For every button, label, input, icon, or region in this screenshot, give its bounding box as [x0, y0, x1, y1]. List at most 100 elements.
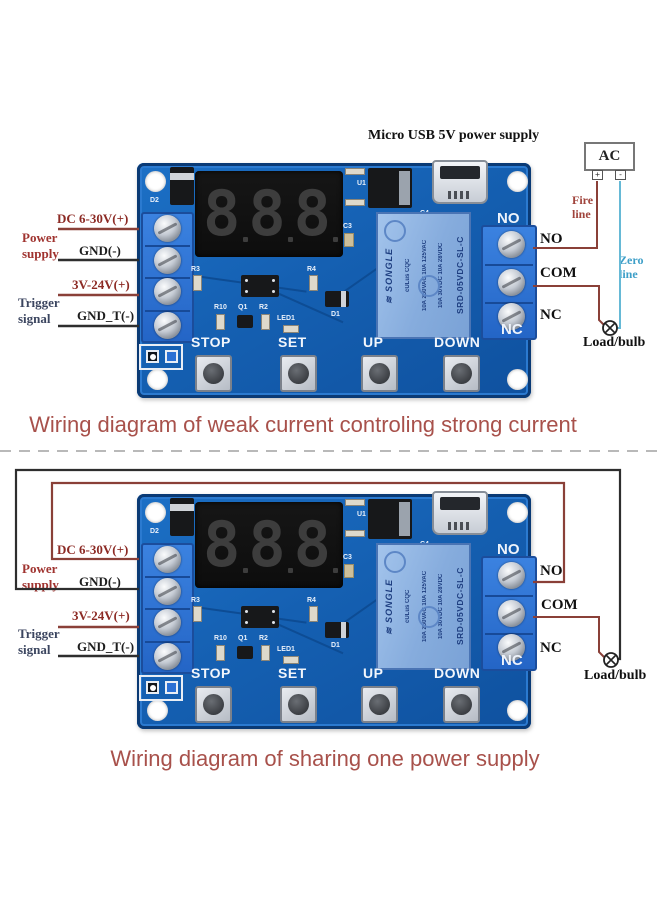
terminal-separator: [145, 576, 190, 578]
mounting-hole: [507, 700, 528, 721]
wire-com-to-load: [533, 616, 605, 658]
usb-pin: [466, 522, 469, 530]
pin-label-trig-v: 3V-24V(+): [72, 277, 130, 292]
diode-stripe: [341, 622, 346, 638]
pin-label-vin: DC 6-30V(+): [57, 542, 129, 557]
silkscreen-no: NO: [497, 210, 520, 227]
silkscreen-nc: NC: [501, 321, 523, 338]
pin-label-vin: DC 6-30V(+): [57, 211, 129, 226]
silkscreen-r2: R2: [259, 635, 268, 642]
trigger-signal-group-label: Trigger signal: [18, 626, 60, 657]
mounting-hole: [147, 700, 168, 721]
diode-d2: [170, 498, 194, 536]
led-indicator: [283, 325, 299, 333]
wire-com-to-load: [533, 285, 605, 326]
transistor-q1: [237, 315, 253, 328]
relay-stamp-circle: [418, 275, 440, 297]
silkscreen-r10: R10: [214, 304, 227, 311]
silkscreen-r10: R10: [214, 635, 227, 642]
pin-label-trig-v: 3V-24V(+): [72, 608, 130, 623]
relay-stamp-circle: [384, 551, 406, 573]
jumper-pads-box: [139, 675, 183, 701]
transistor-q1: [237, 646, 253, 659]
load-bulb-icon: [602, 320, 618, 336]
silkscreen-r2: R2: [259, 304, 268, 311]
set-button-label: SET: [278, 665, 307, 681]
ac-minus-terminal: -: [615, 170, 626, 180]
relay-module-board: D2 888 U1 C4 ≋ SONGLE cULus CQC 10A 250V…: [137, 491, 537, 729]
relay-stamp-circle: [418, 606, 440, 628]
usb-pin: [448, 191, 451, 199]
diode-stripe: [170, 173, 194, 180]
usb-pin: [466, 191, 469, 199]
seven-segment-display: 888: [195, 171, 343, 257]
zero-line-label: Zero line: [619, 253, 644, 281]
display-digits: 888: [203, 177, 339, 250]
down-button-label: DOWN: [434, 665, 481, 681]
terminal-screw: [498, 600, 525, 627]
usb-slot: [440, 497, 480, 510]
stop-button: [195, 355, 232, 392]
terminal-screw: [154, 546, 181, 573]
usb-pin: [454, 191, 457, 199]
section-divider: [0, 450, 660, 452]
diode-d1: [325, 291, 349, 307]
chip-pin-dot: [272, 279, 275, 282]
terminal-separator: [145, 641, 190, 643]
silkscreen-c3: C3: [343, 554, 352, 561]
display-dot: [333, 568, 338, 573]
caption-weak-current: Wiring diagram of weak current controlin…: [29, 412, 577, 437]
resistor: [261, 645, 270, 661]
display-dot: [243, 568, 248, 573]
usb-slot: [440, 166, 480, 179]
voltage-regulator: [368, 168, 412, 208]
terminal-separator: [485, 264, 533, 266]
resistor: [216, 645, 225, 661]
silkscreen-d2: D2: [150, 197, 159, 204]
usb-pin: [448, 522, 451, 530]
terminal-screw: [498, 634, 525, 661]
stop-button: [195, 686, 232, 723]
smd-capacitor: [345, 499, 365, 506]
load-bulb-label: Load/bulb: [584, 668, 647, 683]
terminal-screw: [154, 643, 181, 670]
resistor: [216, 314, 225, 330]
stop-button-label: STOP: [191, 334, 231, 350]
jumper-pad-hole: [150, 354, 156, 360]
chip-pin-dot: [245, 290, 248, 293]
terminal-screw: [498, 269, 525, 296]
terminal-screw: [154, 312, 181, 339]
jumper-pads-box: [139, 344, 183, 370]
silkscreen-no: NO: [497, 541, 520, 558]
up-button: [361, 686, 398, 723]
ac-plus-terminal: +: [592, 170, 603, 180]
fire-line-label: Fire line: [572, 193, 594, 221]
pin-label-gnd: GND(-): [79, 243, 121, 258]
resistor: [193, 275, 202, 291]
chip-pin-dot: [272, 621, 275, 624]
micro-usb-label: Micro USB 5V power supply: [368, 128, 540, 143]
set-button: [280, 355, 317, 392]
jumper-pad: [146, 681, 159, 694]
wire-fire-line-to-no: [533, 181, 598, 249]
display-dot: [288, 568, 293, 573]
jumper-pad: [165, 350, 178, 363]
relay-stamp-circle: [384, 220, 406, 242]
silkscreen-u1: U1: [357, 511, 366, 518]
micro-usb-port: [432, 160, 488, 204]
diode-stripe: [341, 291, 346, 307]
set-button-label: SET: [278, 334, 307, 350]
terminal-screw: [498, 303, 525, 330]
terminal-screw: [154, 278, 181, 305]
down-button: [443, 686, 480, 723]
terminal-separator: [145, 245, 190, 247]
jumper-pad: [165, 681, 178, 694]
display-dot: [288, 237, 293, 242]
regulator-tab: [399, 171, 410, 205]
wire-zero-line: [617, 181, 621, 329]
usb-pin: [460, 522, 463, 530]
pin-label-gnd: GND(-): [79, 574, 121, 589]
smd-capacitor: [345, 530, 365, 537]
chip-pin-dot: [245, 610, 248, 613]
silkscreen-led1: LED1: [277, 646, 295, 653]
